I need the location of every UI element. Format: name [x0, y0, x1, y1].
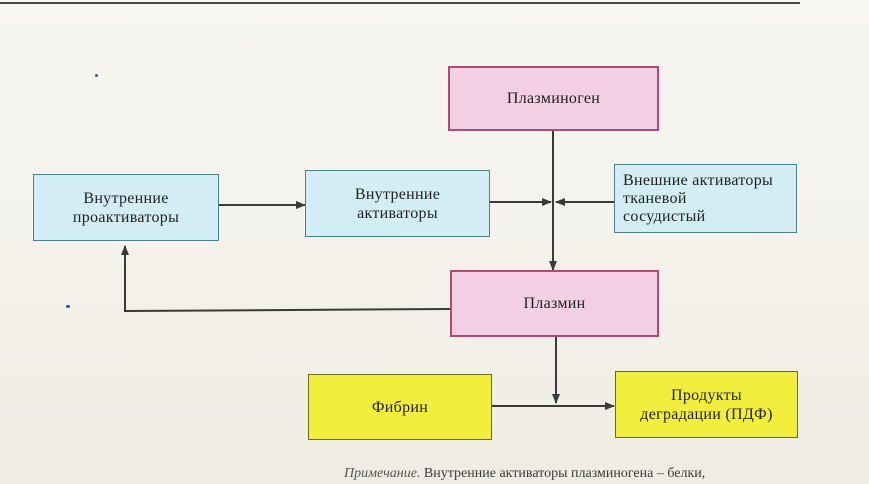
arrow-plasmin-to-proactivators — [121, 245, 451, 313]
ink-speck — [95, 74, 98, 77]
node-plasmin-label: Плазмин — [523, 295, 586, 312]
node-degradation-products-label: Продукты деградации (ПДФ) — [640, 386, 773, 423]
node-degradation-products: Продукты деградации (ПДФ) — [615, 371, 798, 438]
node-internal-proactivators: Внутренние проактиваторы — [33, 174, 219, 241]
ink-speck — [66, 305, 70, 308]
node-internal-activators: Внутренние активаторы — [305, 170, 490, 237]
node-plasminogen: Плазминоген — [448, 66, 659, 131]
footnote-label: Примечание. — [344, 466, 421, 481]
node-internal-activators-label: Внутренние активаторы — [354, 185, 441, 222]
node-fibrin-label: Фибрин — [371, 398, 429, 416]
node-external-activators-label: Внешние активаторы тканевой сосудистый — [623, 171, 774, 225]
node-plasminogen-label: Плазминоген — [506, 90, 601, 107]
top-rule — [0, 2, 800, 4]
node-fibrin: Фибрин — [308, 374, 492, 440]
footnote-text: Внутренние активаторы плазминогена – бел… — [423, 466, 706, 481]
node-plasmin: Плазмин — [450, 270, 659, 337]
footnote: Примечание. Внутренние активаторы плазми… — [344, 466, 705, 482]
node-external-activators: Внешние активаторы тканевой сосудистый — [614, 164, 797, 233]
node-internal-proactivators-label: Внутренние проактиваторы — [72, 189, 180, 226]
